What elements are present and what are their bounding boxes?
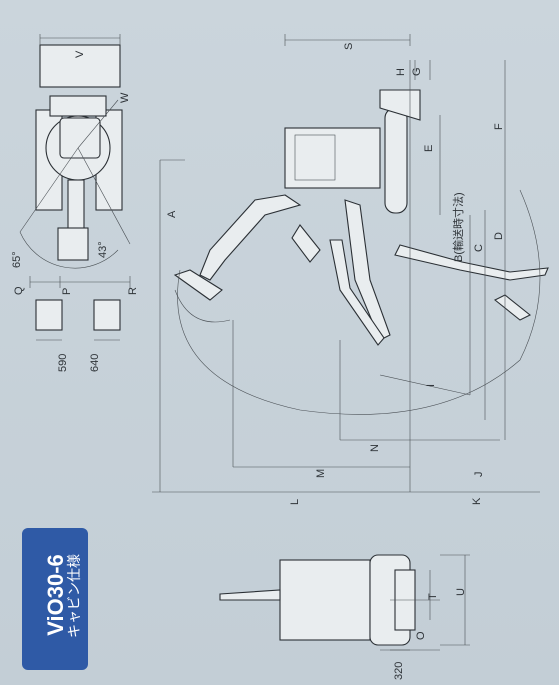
label-65: 65° [11, 251, 23, 268]
front-view [219, 554, 470, 651]
counterweight-outline [39, 44, 121, 88]
label-A: A [166, 210, 178, 218]
label-43: 43° [97, 241, 109, 258]
bucket-640 [93, 299, 121, 331]
dimension-labels: V W 65° 43° Q P R 590 640 S H G F E A B(… [11, 43, 505, 680]
arm-extended [394, 244, 549, 281]
front-cab [279, 559, 371, 641]
label-640: 640 [89, 354, 101, 372]
label-E: E [423, 145, 435, 152]
label-W: W [119, 92, 131, 103]
label-K: K [471, 497, 483, 505]
label-F: F [493, 123, 505, 130]
side-view [152, 34, 549, 493]
cab [284, 127, 381, 189]
label-B: B(輸送時寸法) [451, 192, 465, 262]
label-D: D [493, 232, 505, 240]
top-view [19, 34, 131, 341]
label-J: J [473, 472, 485, 478]
label-G: G [411, 67, 423, 76]
label-R: R [127, 287, 139, 295]
label-Q: Q [13, 286, 25, 295]
front-boom [219, 589, 281, 601]
label-S: S [343, 43, 355, 50]
model-badge [22, 528, 88, 670]
boom-lowered [344, 199, 391, 341]
track-frame [384, 107, 408, 214]
label-T: T [427, 593, 439, 600]
label-O: O [415, 631, 427, 640]
label-U: U [455, 588, 467, 596]
label-I: I [425, 384, 437, 387]
model-subtitle: キャビン仕様 [66, 554, 82, 638]
bucket-590 [35, 299, 63, 331]
label-L: L [289, 499, 301, 505]
model-badge-text: ViO30-6 キャビン仕様 [22, 528, 88, 670]
boom-raised [199, 194, 302, 281]
label-V: V [74, 50, 86, 58]
label-C: C [473, 244, 485, 252]
label-M: M [315, 469, 327, 478]
label-H: H [395, 68, 407, 76]
label-N: N [369, 444, 381, 452]
label-590: 590 [57, 354, 69, 372]
label-P: P [61, 288, 73, 295]
label-320: 320 [393, 662, 405, 680]
